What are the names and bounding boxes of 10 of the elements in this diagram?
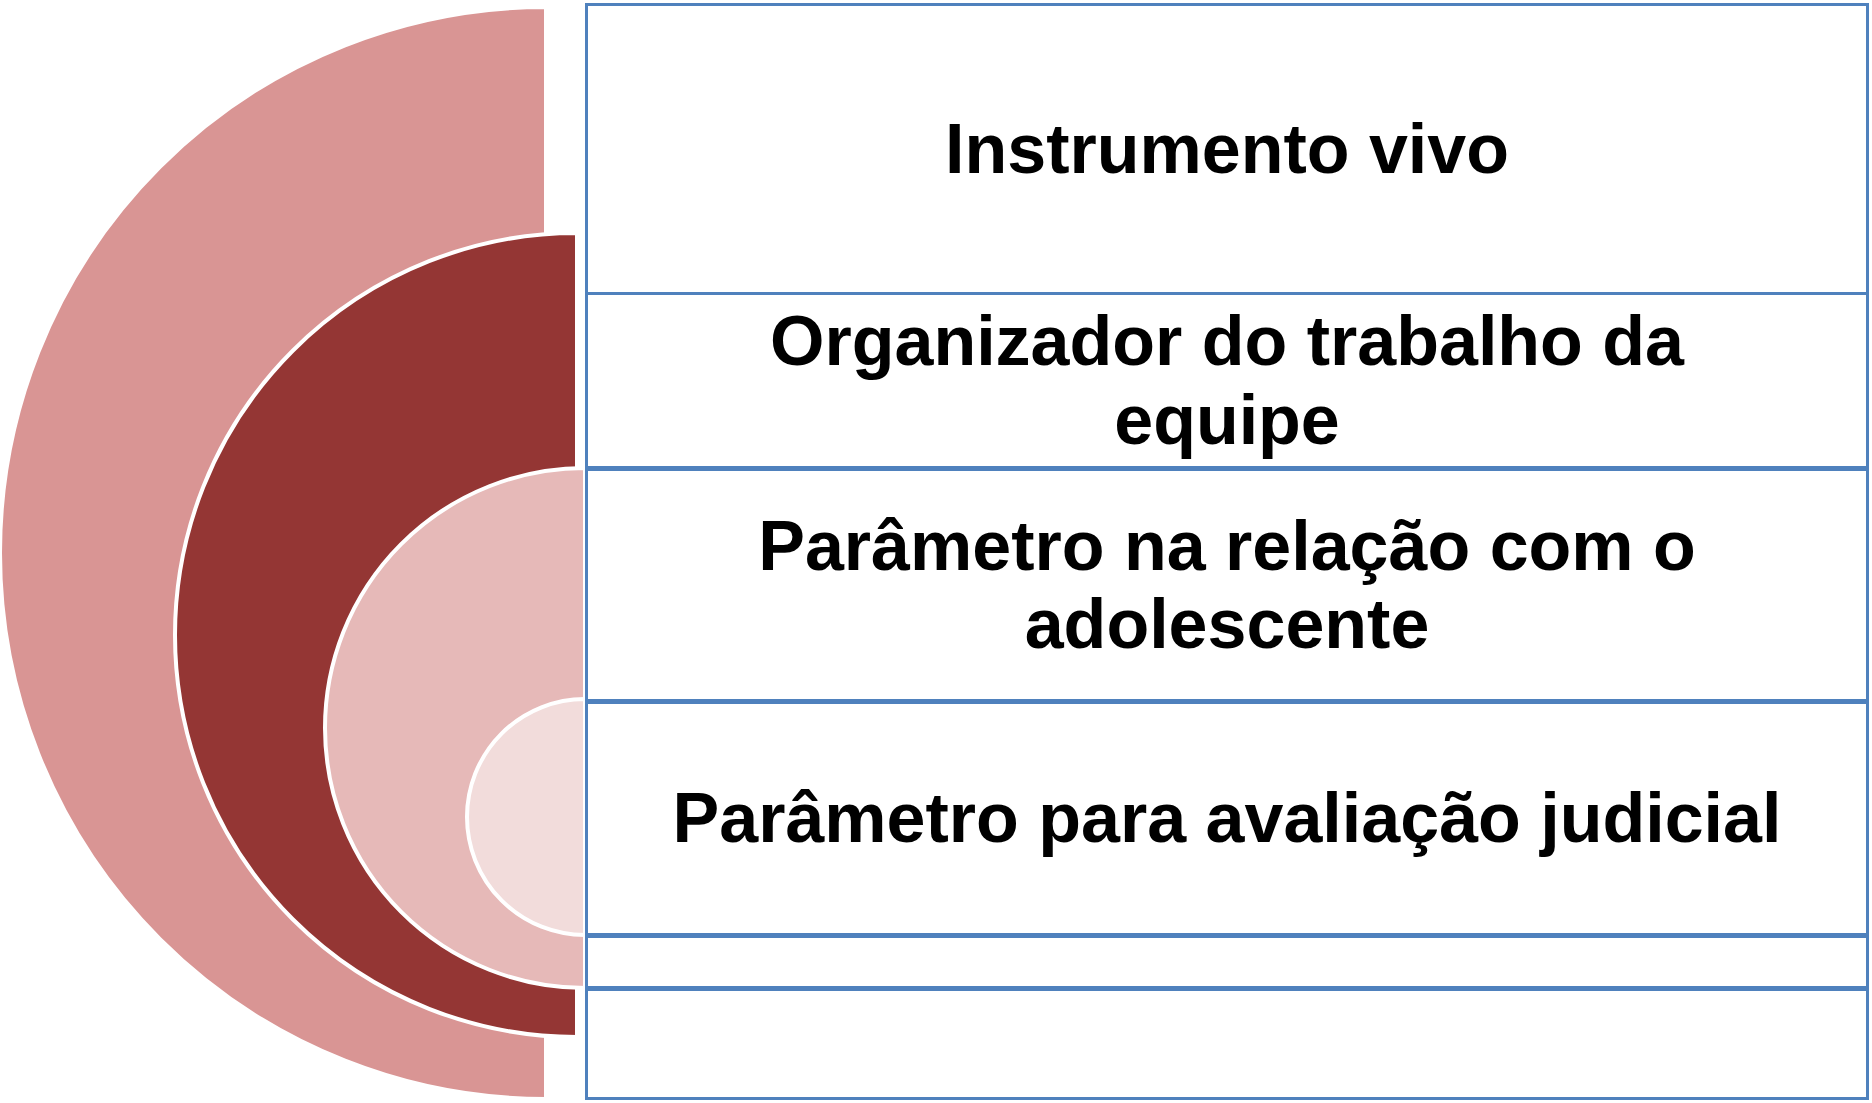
box-label: Instrumento vivo [944,109,1510,189]
text-box [585,988,1869,1100]
box-label: Parâmetro para avaliação judicial [671,779,1783,858]
box-label: Parâmetro na relação com o adolescente [757,506,1697,664]
text-box [585,701,1869,936]
box-label: Organizador do trabalho da equipe [769,302,1686,459]
text-box [585,3,1869,295]
text-box [585,468,1869,702]
text-box [585,935,1869,989]
text-box [585,292,1869,469]
